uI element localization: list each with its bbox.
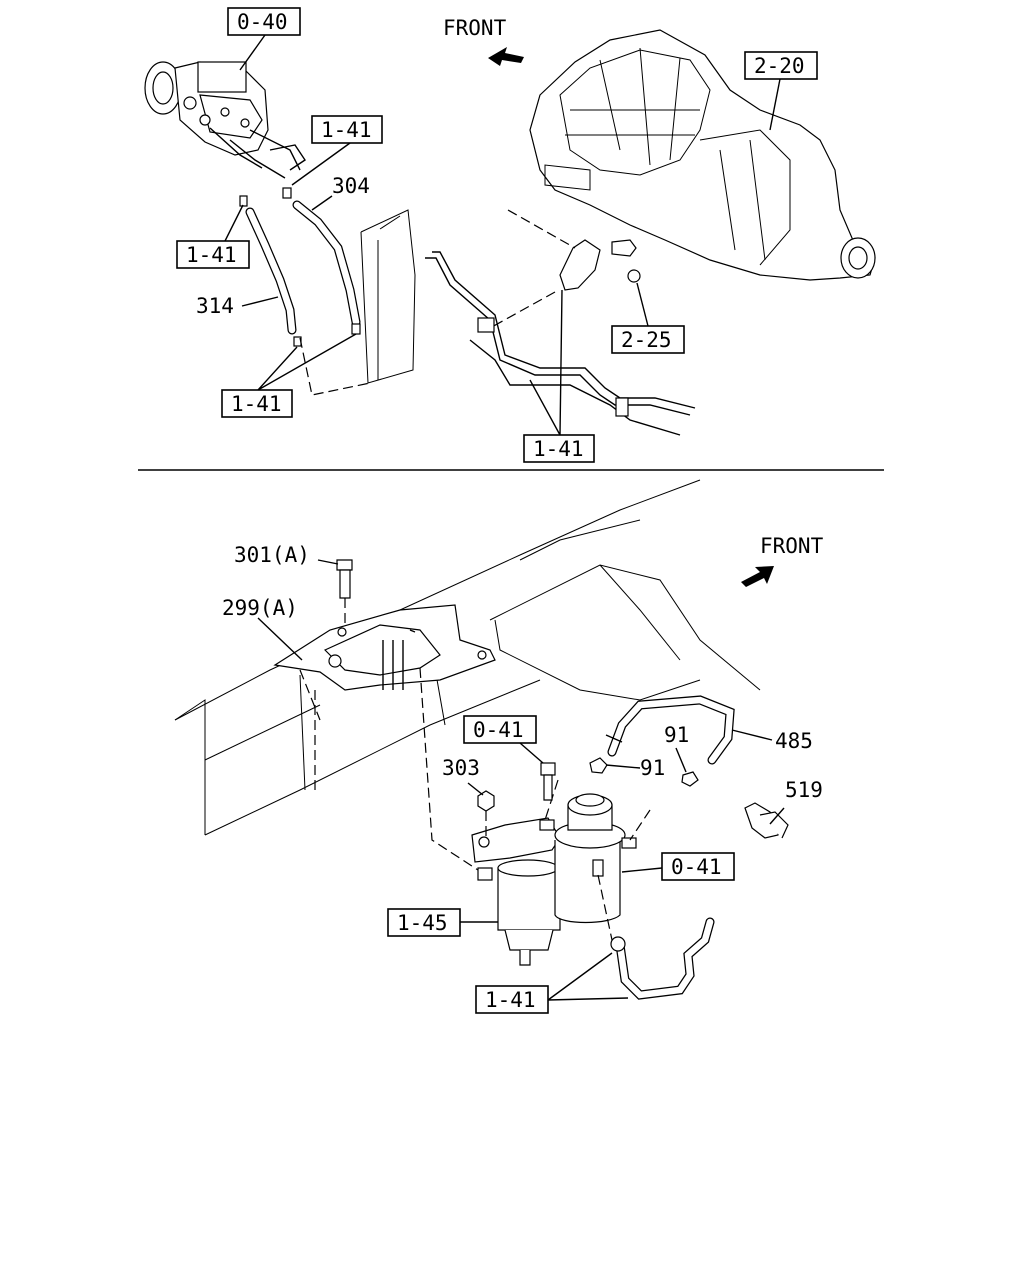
- lower-section: FRONT 301(A) 299(A) 0-41 303 91 91 485 5…: [174, 479, 824, 1014]
- fuel-lines-drawing: [299, 209, 696, 436]
- clip-519-drawing: [744, 802, 789, 839]
- ref-1-41-lower-right-label: 1-41: [533, 437, 584, 461]
- upper-section: FRONT 0-40 1-41 2-20 304 1-41 314 2-25 1…: [144, 7, 876, 463]
- part-485-label: 485: [775, 729, 813, 753]
- ref-2-25-label: 2-25: [621, 328, 672, 352]
- bracket-299a-drawing: [273, 604, 496, 691]
- part-304-label: 304: [332, 174, 370, 198]
- hose-314-drawing: [239, 195, 302, 347]
- ref-0-41-top-box[interactable]: [463, 715, 537, 744]
- nut-303-drawing: [477, 790, 495, 838]
- front-arrow-lower: FRONT: [741, 534, 824, 587]
- front-label-upper: FRONT: [443, 16, 507, 40]
- ref-1-41-top-label: 1-41: [321, 118, 372, 142]
- ref-0-41-right-label: 0-41: [671, 855, 722, 879]
- front-arrow-upper: FRONT: [443, 16, 524, 66]
- ref-0-41-right-box[interactable]: [661, 852, 735, 881]
- ref-2-25-box[interactable]: [611, 325, 685, 354]
- part-91-a-label: 91: [664, 723, 689, 747]
- injection-pump-drawing: [144, 61, 306, 179]
- clamp-91-drawing: [589, 757, 699, 787]
- ref-1-45-box[interactable]: [387, 908, 461, 937]
- ref-2-20-label: 2-20: [754, 54, 805, 78]
- front-arrow-icon: [741, 566, 774, 587]
- bolt-0-41-drawing: [540, 762, 556, 801]
- part-303-label: 303: [442, 756, 480, 780]
- ref-1-41-lower-left-label: 1-41: [231, 392, 282, 416]
- ref-0-40-label: 0-40: [237, 10, 288, 34]
- return-hose-drawing: [610, 917, 715, 1000]
- ref-1-41-top-box[interactable]: [311, 115, 383, 144]
- ref-0-40-box[interactable]: [227, 7, 301, 36]
- ref-1-41-bottom-label: 1-41: [485, 988, 536, 1012]
- ref-1-41-lower-right-box[interactable]: [523, 434, 595, 463]
- part-91-b-label: 91: [640, 756, 665, 780]
- frame-rail-drawing: [174, 479, 761, 836]
- fuel-filter-drawing: [419, 667, 651, 966]
- part-314-label: 314: [196, 294, 234, 318]
- ref-1-41-left-box[interactable]: [176, 240, 250, 269]
- bolt-301a-drawing: [336, 559, 353, 625]
- front-label-lower: FRONT: [760, 534, 824, 558]
- part-519-label: 519: [785, 778, 823, 802]
- part-301a-label: 301(A): [234, 543, 310, 567]
- transmission-drawing: [529, 29, 876, 281]
- bracket-2-25-drawing: [507, 209, 641, 291]
- ref-1-45-label: 1-45: [397, 911, 448, 935]
- ref-2-20-box[interactable]: [744, 51, 818, 80]
- hose-304-drawing: [282, 187, 361, 335]
- ref-1-41-lower-left-box[interactable]: [221, 389, 293, 418]
- ref-1-41-left-label: 1-41: [186, 243, 237, 267]
- ref-0-41-top-label: 0-41: [473, 718, 524, 742]
- part-299a-label: 299(A): [222, 596, 298, 620]
- front-arrow-icon: [488, 47, 524, 66]
- hose-485-drawing: [605, 695, 735, 765]
